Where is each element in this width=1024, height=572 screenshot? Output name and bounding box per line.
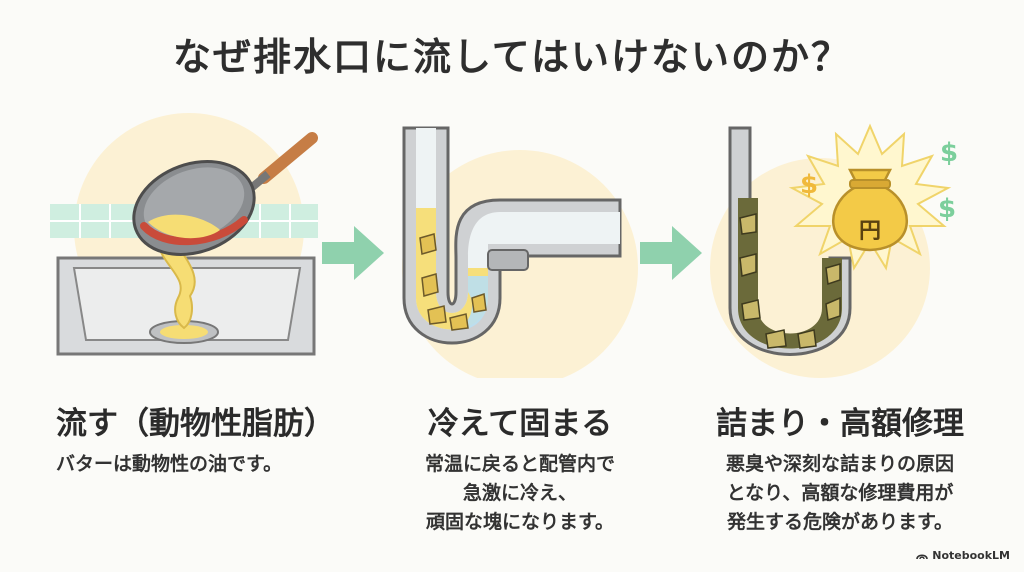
notebooklm-logo-icon: [916, 554, 929, 560]
step-2-desc-line: 頑固な塊になります。: [425, 511, 615, 533]
butter-stream: [154, 234, 196, 330]
step-2-description: 常温に戻ると配管内で 急激に冷え、 頑固な塊になります。: [380, 450, 660, 537]
step-1-heading: 流す（動物性脂肪）: [56, 406, 335, 442]
pipe-cooling-svg: [402, 126, 638, 386]
step-3-desc-line: 悪臭や深刻な詰まりの原因: [725, 453, 954, 475]
pour-scene-svg: [50, 113, 318, 356]
dollar-sign-left: $: [800, 170, 819, 200]
pipe-icon: [402, 126, 622, 345]
clog-repair-svg: [710, 123, 952, 378]
pipe-cooling-illustration: [380, 108, 660, 386]
step-2-desc-line: 急激に冷え、: [462, 482, 577, 504]
arrow-right-icon: [636, 218, 706, 288]
step-1-description: バターは動物性の油です。: [56, 450, 282, 479]
dollar-sign-top-right: $: [940, 138, 959, 168]
arrow-right-icon: [318, 218, 388, 288]
brand-logo: NotebookLM: [916, 549, 1010, 562]
step-2-heading: 冷えて固まる: [427, 406, 613, 442]
step-3-heading: 詰まり・高額修理: [716, 406, 964, 442]
step-3-desc-line: となり、高額な修理費用が: [726, 482, 954, 504]
money-bag-icon: [788, 123, 952, 271]
clog-repair-illustration: 円 $ $ $: [700, 108, 980, 378]
dollar-sign-right: $: [938, 194, 957, 224]
clogged-pipe-icon: [728, 126, 852, 356]
pan-icon: [132, 132, 318, 256]
pour-illustration: [44, 108, 324, 378]
page-title: なぜ排水口に流してはいけないのか？: [172, 35, 852, 79]
money-bag-label: 円: [858, 219, 881, 244]
step-3-desc-line: 発生する危険があります。: [726, 511, 954, 533]
brand-name: NotebookLM: [932, 549, 1010, 562]
step-1-desc-line: バターは動物性の油です。: [56, 453, 283, 475]
step-3-description: 悪臭や深刻な詰まりの原因 となり、高額な修理費用が 発生する危険があります。: [690, 450, 990, 537]
step-2-desc-line: 常温に戻ると配管内で: [424, 453, 615, 475]
